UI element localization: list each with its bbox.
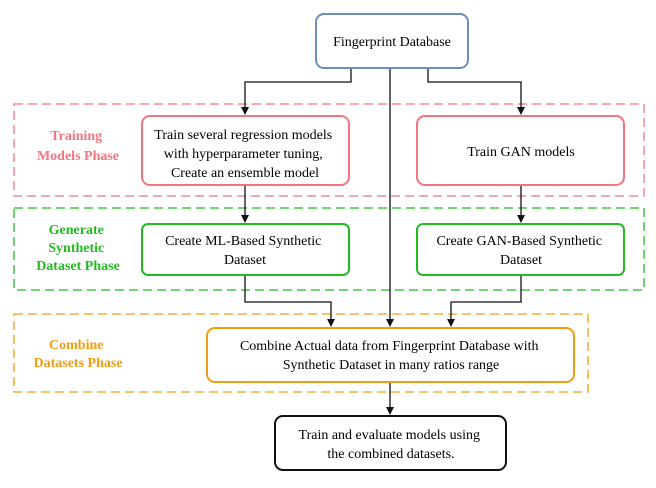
connectors: [241, 68, 525, 415]
final-node: [274, 415, 507, 471]
training-phase-region: [13, 103, 645, 197]
arrow-database-to-gan-train: [427, 68, 525, 115]
gan-train-label: Train GAN models: [467, 145, 575, 160]
gan-synthetic-node: [416, 223, 625, 276]
arrow-gan-synthetic-to-combine: [447, 275, 522, 327]
training-phase-title: Training Models Phase: [37, 129, 119, 164]
arrow-database-to-regression: [241, 68, 352, 115]
ml-synthetic-node: [141, 223, 350, 276]
database-label: Fingerprint Database: [333, 35, 451, 50]
regression-node: [141, 115, 350, 186]
combine-phase-region: [13, 313, 589, 393]
ml-synthetic-label: Create ML-Based Synthetic Dataset: [165, 234, 325, 268]
final-label: Train and evaluate models using the comb…: [299, 428, 484, 462]
database-node: [315, 13, 469, 69]
combine-node: [206, 327, 575, 383]
gan-train-node: [416, 115, 625, 186]
regression-label: Train several regression models with hyp…: [154, 128, 335, 181]
gan-synthetic-label: Create GAN-Based Synthetic Dataset: [436, 234, 605, 268]
combine-label: Combine Actual data from Fingerprint Dat…: [240, 339, 542, 373]
synthetic-phase-title: Generate Synthetic Dataset Phase: [36, 223, 120, 274]
combine-phase-title: Combine Datasets Phase: [33, 338, 122, 371]
arrow-ml-synthetic-to-combine: [244, 275, 335, 327]
synthetic-phase-region: [13, 207, 645, 291]
